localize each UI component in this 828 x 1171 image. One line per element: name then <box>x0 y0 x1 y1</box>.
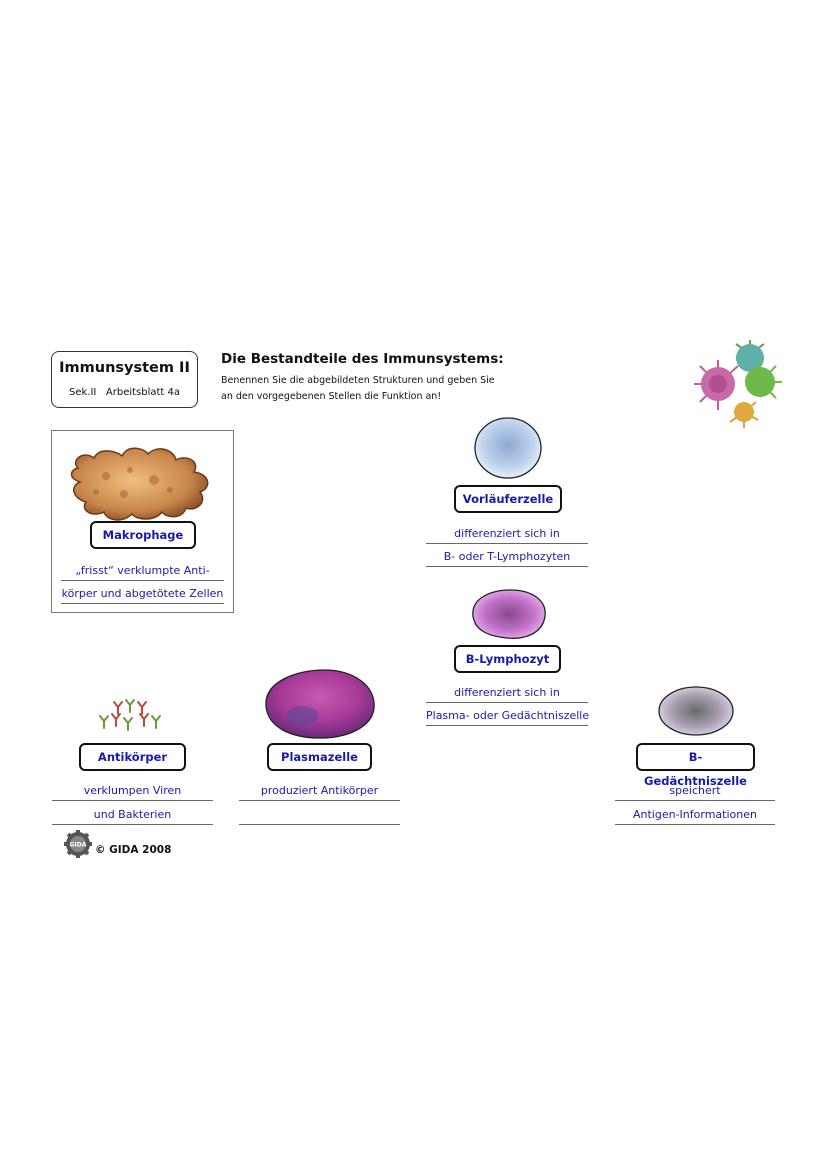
gida-logo-icon: GIDA <box>64 830 92 858</box>
antikoerper-function-line-1: verklumpen Viren <box>52 781 213 801</box>
b-gedaechtniszelle-label: B-Gedächtniszelle <box>636 743 755 788</box>
b-gedaechtniszelle-function-line-1: speichert <box>615 781 775 801</box>
worksheet-title: Immunsystem II <box>59 360 190 376</box>
vorlaeuferzelle-label: Vorläuferzelle <box>454 485 562 513</box>
vorlaeuferzelle-function-line-1: differenziert sich in <box>426 524 588 544</box>
plasmazelle-image <box>265 669 375 739</box>
antikoerper-label: Antikörper <box>79 743 186 771</box>
plasmazelle-function-line-1: produziert Antikörper <box>239 781 400 801</box>
makrophage-image <box>70 447 209 521</box>
instruction-line-1: Benennen Sie die abgebildeten Strukturen… <box>221 375 495 386</box>
makrophage-function-line-2: körper und abgetötete Zellen <box>61 584 224 604</box>
vorlaeuferzelle-function-line-2: B- oder T-Lymphozyten <box>426 547 588 567</box>
copyright-text: © GIDA 2008 <box>95 844 172 856</box>
b-lymphozyt-function-line-2: Plasma- oder Gedächtniszelle <box>426 706 589 726</box>
title-box: Immunsystem II Sek.II Arbeitsblatt 4a <box>51 351 198 408</box>
makrophage-function-line-1: „frisst“ verklumpte Anti- <box>61 561 224 581</box>
virus-cluster-image <box>694 340 782 428</box>
plasmazelle-function-line-2 <box>239 805 400 825</box>
b-gedaechtniszelle-function-line-2: Antigen-Informationen <box>615 805 775 825</box>
makrophage-label: Makrophage <box>90 521 196 549</box>
b-lymphozyt-image <box>472 589 546 639</box>
vorlaeuferzelle-image <box>474 417 542 479</box>
page-heading: Die Bestandteile des Immunsystems: <box>221 351 504 367</box>
antikoerper-image <box>99 699 161 731</box>
b-lymphozyt-label: B-Lymphozyt <box>454 645 561 673</box>
makrophage-box <box>51 430 234 613</box>
b-lymphozyt-function-line-1: differenziert sich in <box>426 683 588 703</box>
b-gedaechtniszelle-image <box>658 686 734 736</box>
antikoerper-function-line-2: und Bakterien <box>52 805 213 825</box>
worksheet-subtitle: Sek.II Arbeitsblatt 4a <box>68 387 181 398</box>
instruction-line-2: an den vorgegebenen Stellen die Funktion… <box>221 391 442 402</box>
plasmazelle-label: Plasmazelle <box>267 743 372 771</box>
gida-logo-text: GIDA <box>70 842 87 849</box>
